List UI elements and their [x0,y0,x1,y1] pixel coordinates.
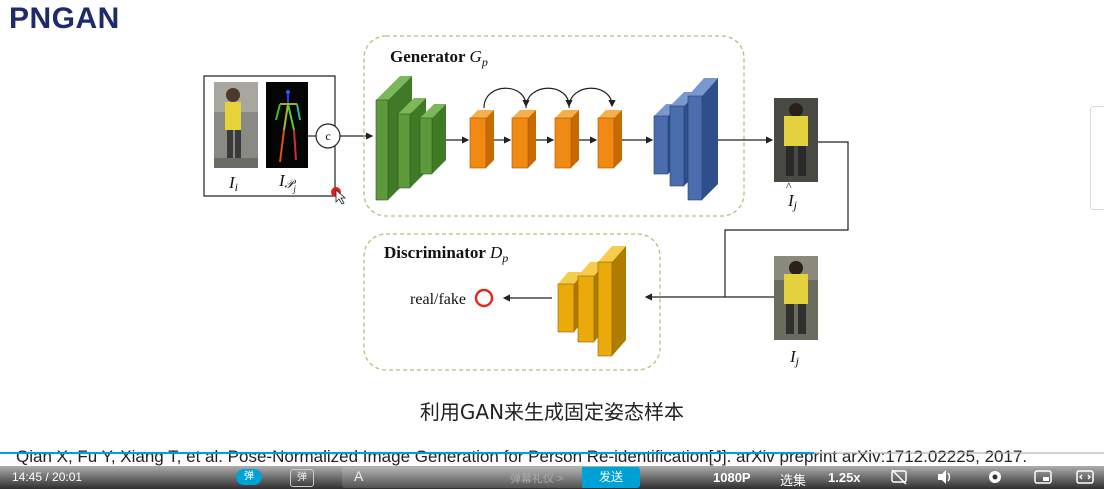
progress-bar[interactable] [0,452,1104,454]
generated-image-label: Ij [787,191,798,212]
danmu-settings-button[interactable]: 弹 [290,469,314,487]
concat-symbol: c [325,129,330,143]
output-label: real/fake [410,291,466,308]
speed-button[interactable]: 1.25x [828,470,861,485]
input-person-image [214,82,258,168]
input-panel: Ii I𝒫j [203,75,336,197]
video-player-bar: 14:45 / 20:01 弹 弹 A 弹幕礼仪 > 发送 1080P 选集 1… [0,452,1104,489]
volume-icon[interactable] [936,469,954,485]
player-controls: 14:45 / 20:01 弹 弹 A 弹幕礼仪 > 发送 1080P 选集 1… [0,466,1104,489]
real-image [774,256,818,340]
generator-box [363,35,745,217]
generated-hat-icon: ^ [786,179,792,193]
send-danmu-button[interactable]: 发送 [582,467,640,488]
generated-to-disc-line [724,141,849,297]
settings-icon[interactable] [986,469,1004,485]
decoder-blocks [653,78,718,201]
progress-fill [0,452,814,454]
citation-text: Qian X, Fu Y, Xiang T, et al. Pose-Norma… [16,447,1028,466]
picture-in-picture-icon[interactable] [1034,469,1052,485]
residual-connections [483,87,616,144]
widescreen-icon[interactable] [1076,469,1094,485]
real-image-label: Ij [789,347,800,368]
input-image-label: Ii [228,173,238,194]
generated-image [774,98,818,182]
slide-caption: 利用GAN来生成固定姿态样本 [419,400,685,424]
slide-title: PNGAN [9,2,120,35]
encoder-blocks [375,76,446,201]
residual-blocks [469,110,622,169]
playback-time: 14:45 / 20:01 [12,470,83,484]
discriminator-blocks [557,246,626,357]
pose-label: I𝒫j [278,171,297,194]
danmu-style-icon[interactable]: A [354,468,364,484]
side-panel-tab[interactable] [1090,106,1104,210]
danmu-off-icon[interactable] [890,469,908,485]
discriminator-box [363,233,661,371]
quality-button[interactable]: 1080P [713,470,751,485]
danmu-toggle-button[interactable]: 弹 [236,469,262,485]
pose-skeleton-image [266,82,308,168]
output-ring-icon [474,288,494,308]
mouse-cursor-icon [335,189,347,205]
danmu-input[interactable] [342,467,582,488]
danmu-etiquette-link[interactable]: 弹幕礼仪 > [510,473,564,485]
episodes-button[interactable]: 选集 [780,473,807,488]
